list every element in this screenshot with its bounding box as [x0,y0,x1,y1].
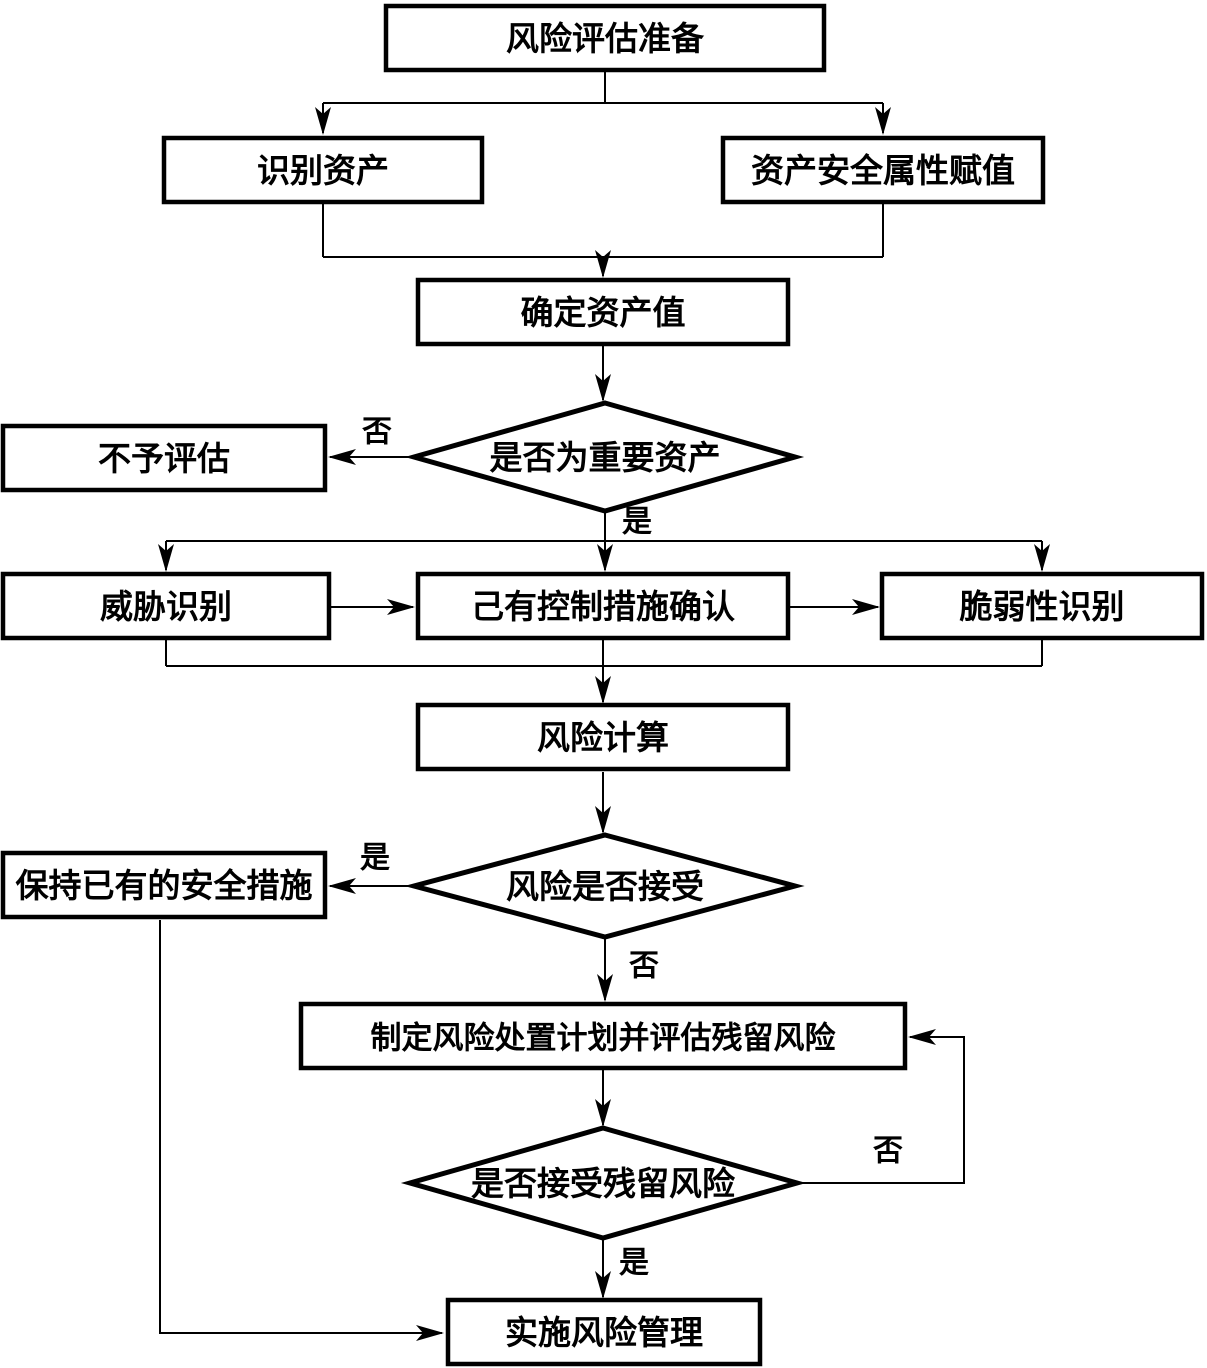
edge-label-risk-accept-yes: 是 [360,842,390,875]
node-risk-calc-label: 风险计算 [537,719,669,757]
edge-label-important-yes: 是 [622,506,652,539]
node-no-assess: 不予评估 [0,423,328,493]
node-treatment-plan-label: 制定风险处置计划并评估残留风险 [371,1021,837,1056]
decision-important-asset: 是否为重要资产 [404,400,805,514]
decision-risk-accept-shape [404,832,805,940]
node-determine-value: 确定资产值 [415,277,791,347]
node-implement-box [445,1297,763,1367]
node-identify-assets: 识别资产 [161,135,485,205]
node-determine-value-label: 确定资产值 [521,294,686,332]
node-prepare-label: 风险评估准备 [506,20,705,58]
node-determine-value-box [415,277,791,347]
node-treatment-plan: 制定风险处置计划并评估残留风险 [298,1001,908,1071]
decision-risk-accept: 风险是否接受 [404,832,805,940]
node-threat-id: 威胁识别 [0,571,332,641]
edge-keep-to-implement [159,920,444,1341]
node-risk-calc: 风险计算 [415,702,791,772]
node-vuln-id-box [879,571,1205,641]
node-assign-attrs-box [720,135,1046,205]
edge-labels: 否 是 是 否 否 是 [360,416,903,1280]
decision-residual-accept-label: 是否接受残留风险 [471,1165,736,1203]
node-no-assess-label: 不予评估 [98,441,230,478]
node-keep-measures-label: 保持已有的安全措施 [16,867,313,905]
node-controls-confirm-box [415,571,791,641]
node-controls-confirm: 己有控制措施确认 [415,571,791,641]
decision-important-asset-label: 是否为重要资产 [490,440,721,477]
decision-residual-accept: 是否接受残留风险 [400,1125,807,1241]
node-threat-id-box [0,571,332,641]
edge-label-residual-yes: 是 [619,1247,649,1280]
node-no-assess-box [0,423,328,493]
node-identify-assets-box [161,135,485,205]
node-risk-calc-box [415,702,791,772]
node-prepare-box [383,3,827,73]
decision-risk-accept-label: 风险是否接受 [506,868,704,906]
edge-residual-no-loop [797,1029,965,1184]
node-identify-assets-label: 识别资产 [257,153,389,190]
node-treatment-plan-box [298,1001,908,1071]
decision-important-asset-shape [404,400,805,514]
node-assign-attrs: 资产安全属性赋值 [720,135,1046,205]
node-controls-confirm-label: 己有控制措施确认 [471,589,735,626]
node-vuln-id: 脆弱性识别 [879,571,1205,641]
node-keep-measures-box [0,850,328,920]
edge-label-residual-no: 否 [873,1135,903,1168]
node-threat-id-label: 威胁识别 [100,589,232,626]
node-keep-measures: 保持已有的安全措施 [0,850,328,920]
node-assign-attrs-label: 资产安全属性赋值 [751,152,1015,190]
connectors [158,71,1050,1341]
node-prepare: 风险评估准备 [383,3,827,73]
edge-label-risk-accept-no: 否 [629,950,659,983]
edge-label-important-no: 否 [362,416,392,449]
decision-residual-accept-shape [400,1125,807,1241]
node-implement-label: 实施风险管理 [505,1314,703,1352]
node-implement: 实施风险管理 [445,1297,763,1367]
node-vuln-id-label: 脆弱性识别 [960,588,1125,626]
